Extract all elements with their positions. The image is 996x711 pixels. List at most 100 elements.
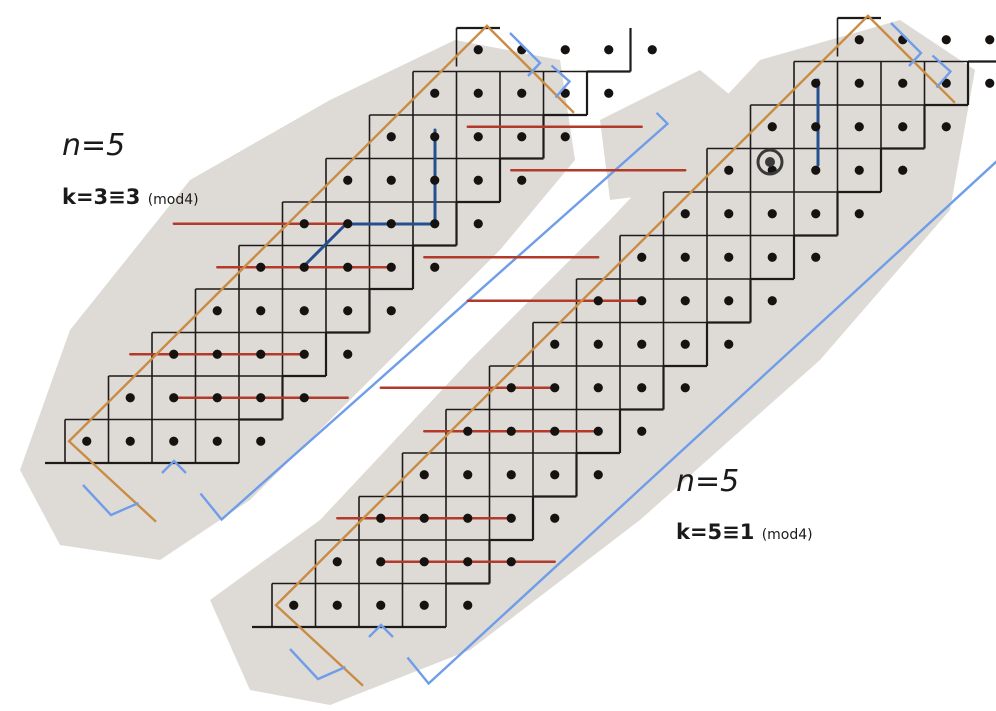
lattice-dot <box>517 175 527 185</box>
lattice-dot <box>550 513 560 523</box>
orange-boundary <box>67 24 575 523</box>
paper-shadow <box>20 20 975 705</box>
lattice-dot <box>680 296 690 306</box>
lightblue-bracket <box>931 54 953 89</box>
lattice-dot <box>473 219 483 229</box>
lightblue-bracket <box>161 459 187 474</box>
lattice-dot <box>637 252 647 262</box>
lattice-dot <box>593 426 603 436</box>
lattice-dot <box>506 383 516 393</box>
staircase-diagram-k3 <box>45 24 670 523</box>
lattice-dot <box>463 513 473 523</box>
lattice-dot <box>125 436 135 446</box>
lattice-dot <box>517 132 527 142</box>
lattice-dot <box>463 426 473 436</box>
lattice-dot <box>637 296 647 306</box>
lightblue-bracket <box>289 648 346 681</box>
lattice-dot <box>212 306 222 316</box>
lattice-dot <box>811 165 821 175</box>
lattice-dot <box>430 219 440 229</box>
lattice-dot <box>430 88 440 98</box>
lattice-dot <box>985 78 995 88</box>
lattice-dot <box>299 306 309 316</box>
lattice-dot <box>343 219 353 229</box>
lattice-dot <box>169 393 179 403</box>
lattice-dot <box>680 339 690 349</box>
lightblue-boundary <box>406 160 996 686</box>
lattice-dot <box>680 252 690 262</box>
k-label-right: k=5≡1 (mod4) <box>676 520 813 544</box>
lattice-dot <box>299 262 309 272</box>
lattice-dot <box>604 88 614 98</box>
lattice-dot <box>82 436 92 446</box>
lattice-dot <box>506 426 516 436</box>
lattice-dot <box>473 132 483 142</box>
lattice-dot <box>854 165 864 175</box>
lattice-dot <box>169 436 179 446</box>
lattice-dot <box>637 339 647 349</box>
lattice-dot <box>473 88 483 98</box>
lightblue-bracket <box>82 484 139 517</box>
k-value-right: k=5≡1 <box>676 520 755 544</box>
target-marker-icon <box>756 148 784 176</box>
lattice-dot <box>386 262 396 272</box>
lattice-dot <box>332 557 342 567</box>
lightblue-bracket <box>550 64 572 99</box>
lightblue-bracket <box>509 32 542 77</box>
lattice-dot <box>386 306 396 316</box>
lattice-dot <box>343 349 353 359</box>
lattice-dot <box>212 436 222 446</box>
lattice-dot <box>550 339 560 349</box>
lightblue-bracket <box>890 22 923 67</box>
shadow-right-top <box>600 70 760 200</box>
lattice-dot <box>560 132 570 142</box>
lattice-dot <box>637 426 647 436</box>
lattice-dot <box>430 262 440 272</box>
lattice-dot <box>811 122 821 132</box>
lattice-dot <box>386 132 396 142</box>
lattice-dot <box>169 349 179 359</box>
lattice-dot <box>256 262 266 272</box>
lattice-dot <box>212 349 222 359</box>
lattice-dot <box>550 426 560 436</box>
staircase-diagram-k5 <box>252 14 996 687</box>
lattice-dot <box>299 349 309 359</box>
orange-boundary <box>274 14 956 687</box>
lattice-dot <box>256 393 266 403</box>
k-value-left: k=3≡3 <box>62 185 141 209</box>
lattice-dot <box>680 209 690 219</box>
lattice-dot <box>125 393 135 403</box>
lattice-dot <box>941 35 951 45</box>
lattice-dot <box>854 78 864 88</box>
lattice-dot <box>506 470 516 480</box>
lattice-dot <box>517 88 527 98</box>
lattice-dot <box>767 209 777 219</box>
lattice-dot <box>463 470 473 480</box>
lattice-dot <box>593 296 603 306</box>
lattice-dot <box>506 513 516 523</box>
lattice-dot <box>550 383 560 393</box>
lattice-dot <box>724 165 734 175</box>
lattice-dot <box>811 78 821 88</box>
lattice-dot <box>386 219 396 229</box>
lattice-dot <box>332 600 342 610</box>
lattice-dot <box>212 393 222 403</box>
lattice-dot <box>419 470 429 480</box>
lattice-dot <box>256 349 266 359</box>
n-label-right: n=5 <box>676 464 740 499</box>
lattice-dot <box>767 122 777 132</box>
lattice-dot <box>473 45 483 55</box>
lattice-dot <box>430 132 440 142</box>
lattice-dot <box>985 35 995 45</box>
lattice-dot <box>419 557 429 567</box>
lattice-dot <box>289 600 299 610</box>
lattice-dot <box>376 513 386 523</box>
lattice-dot <box>376 557 386 567</box>
mod-label-right: (mod4) <box>761 527 813 543</box>
lattice-dot <box>463 600 473 610</box>
mod-label-left: (mod4) <box>147 192 199 208</box>
lattice-dot <box>593 339 603 349</box>
lattice-dot <box>376 600 386 610</box>
lattice-dot <box>647 45 657 55</box>
